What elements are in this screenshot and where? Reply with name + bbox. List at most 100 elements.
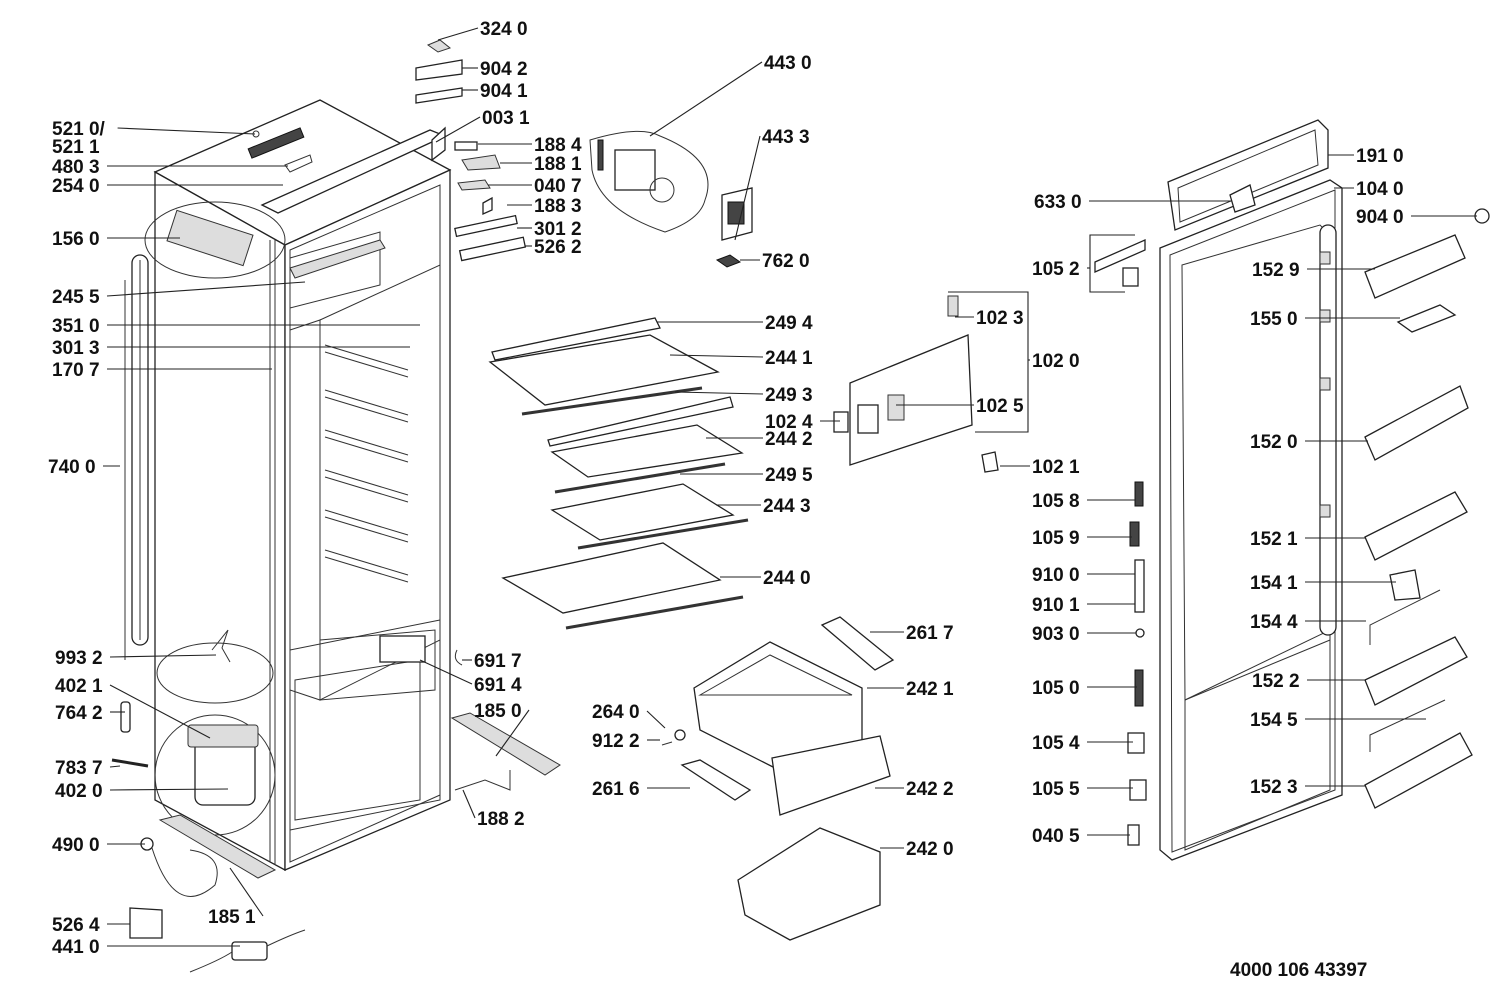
part-label: 185 0 <box>474 701 522 722</box>
part-label: 154 1 <box>1250 573 1298 594</box>
part-label: 188 2 <box>477 809 525 830</box>
part-label: 993 2 <box>55 648 103 669</box>
part-label: 691 7 <box>474 651 522 672</box>
leader-line <box>649 61 763 137</box>
part-label: 245 5 <box>52 287 100 308</box>
part-label: 633 0 <box>1034 192 1082 213</box>
part-label: 443 0 <box>764 53 812 74</box>
leader-line <box>419 659 473 685</box>
part-label: 152 0 <box>1250 432 1298 453</box>
filter-762 <box>715 254 742 268</box>
part-label: 242 1 <box>906 679 954 700</box>
part-label: 105 2 <box>1032 259 1080 280</box>
part-label: 155 0 <box>1250 309 1298 330</box>
part-label: 443 3 <box>762 127 810 148</box>
document-number: 4000 106 43397 <box>1230 960 1367 981</box>
part-label: 691 4 <box>474 675 522 696</box>
inner-shelf-rails <box>324 344 409 583</box>
top-parts <box>415 39 527 262</box>
part-label: 191 0 <box>1356 146 1404 167</box>
part-label: 301 3 <box>52 338 100 359</box>
part-label: 264 0 <box>592 702 640 723</box>
part-label: 904 2 <box>480 59 528 80</box>
part-label: 912 2 <box>592 731 640 752</box>
part-label: 244 3 <box>763 496 811 517</box>
part-label: 105 8 <box>1032 491 1080 512</box>
part-label: 152 1 <box>1250 529 1298 550</box>
part-label: 040 5 <box>1032 826 1080 847</box>
part-label: 105 9 <box>1032 528 1080 549</box>
part-label: 910 1 <box>1032 595 1080 616</box>
part-label: 152 3 <box>1250 777 1298 798</box>
leader-line <box>674 391 764 395</box>
part-label: 170 7 <box>52 360 100 381</box>
leader-line <box>462 789 476 819</box>
compressor <box>187 724 259 806</box>
part-label: 242 0 <box>906 839 954 860</box>
part-label: 154 4 <box>1250 612 1298 633</box>
leader-line <box>229 867 264 917</box>
part-label: 188 4 <box>534 135 582 156</box>
part-label: 521 0/ <box>52 119 106 140</box>
part-label: 402 1 <box>55 676 103 697</box>
part-label: 261 7 <box>906 623 954 644</box>
part-label: 104 0 <box>1356 179 1404 200</box>
glass-shelves <box>488 317 749 630</box>
part-label: 105 0 <box>1032 678 1080 699</box>
part-label: 152 2 <box>1252 671 1300 692</box>
leader-line <box>734 135 761 241</box>
part-label: 526 4 <box>52 915 100 936</box>
part-label: 783 7 <box>55 758 103 779</box>
part-label: 480 3 <box>52 157 100 178</box>
part-label: 152 9 <box>1252 260 1300 281</box>
hinge-bracket <box>1089 234 1146 293</box>
part-label: 244 1 <box>765 348 813 369</box>
leader-line <box>435 116 481 143</box>
part-label: 903 0 <box>1032 624 1080 645</box>
part-label: 490 0 <box>52 835 100 856</box>
part-label: 102 0 <box>1032 351 1080 372</box>
part-label: 764 2 <box>55 703 103 724</box>
freezer-door <box>833 291 1029 473</box>
part-label: 154 5 <box>1250 710 1298 731</box>
part-label: 740 0 <box>48 457 96 478</box>
part-label: 910 0 <box>1032 565 1080 586</box>
part-label: 102 1 <box>1032 457 1080 478</box>
part-label: 102 4 <box>765 412 813 433</box>
part-label: 324 0 <box>480 19 528 40</box>
part-label: 249 4 <box>765 313 813 334</box>
door-hardware <box>1127 481 1147 846</box>
leader-line <box>106 281 306 297</box>
part-label: 244 0 <box>763 568 811 589</box>
part-label: 904 1 <box>480 81 528 102</box>
part-label: 185 1 <box>208 907 256 928</box>
main-door <box>1159 119 1343 861</box>
part-label: 244 2 <box>765 429 813 450</box>
part-label: 441 0 <box>52 937 100 958</box>
part-label: 242 2 <box>906 779 954 800</box>
leader-line <box>109 788 229 791</box>
part-label: 156 0 <box>52 229 100 250</box>
leader-line <box>109 765 121 768</box>
part-label: 003 1 <box>482 108 530 129</box>
part-label: 249 3 <box>765 385 813 406</box>
part-label: 301 2 <box>534 219 582 240</box>
leader-line <box>109 684 211 739</box>
door-bins <box>1364 208 1490 809</box>
part-label: 188 3 <box>534 196 582 217</box>
part-label: 188 1 <box>534 154 582 175</box>
part-label: 526 2 <box>534 237 582 258</box>
leader-line <box>109 654 217 658</box>
part-label: 102 5 <box>976 396 1024 417</box>
leader-line <box>669 354 764 358</box>
leader-line <box>495 709 530 757</box>
part-label: 040 7 <box>534 176 582 197</box>
part-label: 249 5 <box>765 465 813 486</box>
crisper-drawers <box>379 616 895 941</box>
part-label: 402 0 <box>55 781 103 802</box>
part-label: 351 0 <box>52 316 100 337</box>
part-label: 762 0 <box>762 251 810 272</box>
leader-line <box>437 27 479 41</box>
part-label: 254 0 <box>52 176 100 197</box>
